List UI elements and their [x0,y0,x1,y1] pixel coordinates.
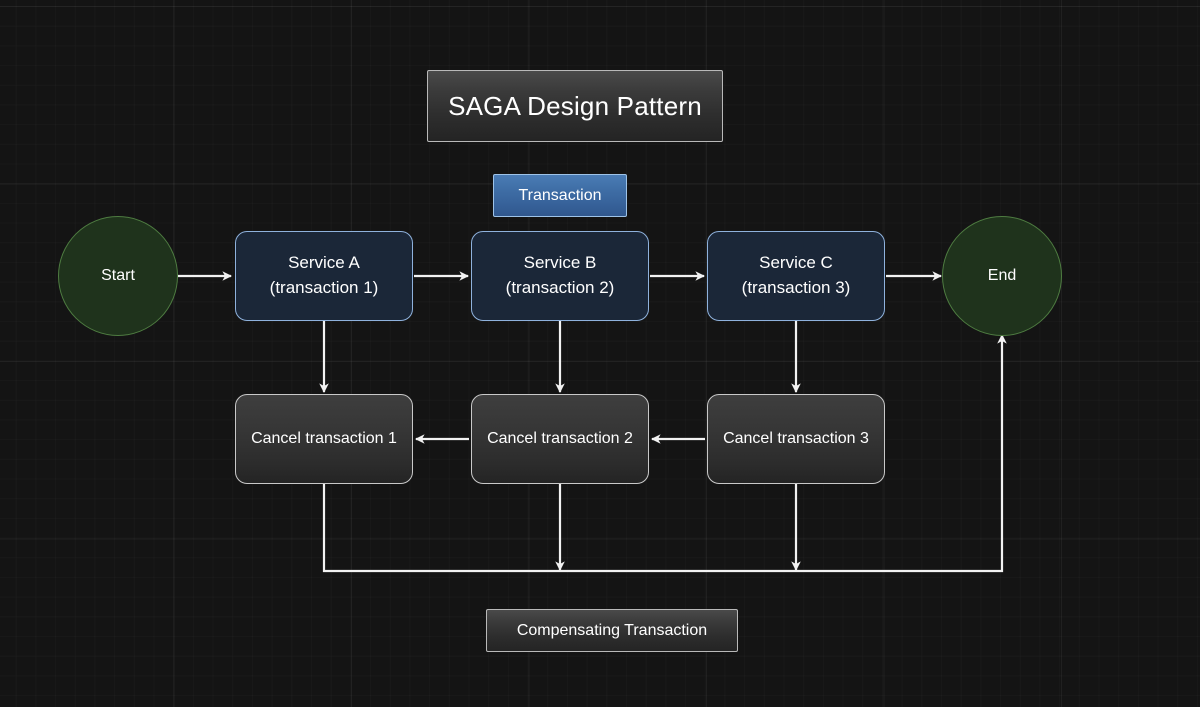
legend-compensating-transaction-label: Compensating Transaction [486,609,738,652]
cancel-transaction-1-node[interactable]: Cancel transaction 1 [235,394,413,484]
edge-cancel-1-to-end-bus [322,333,1007,573]
service-a-node[interactable]: Service A (transaction 1) [235,231,413,321]
service-c-title: Service C [759,253,833,273]
service-a-title: Service A [288,253,360,273]
service-a-subtitle: (transaction 1) [269,278,379,297]
service-c-node[interactable]: Service C (transaction 3) [707,231,885,321]
service-b-title: Service B [523,253,597,273]
end-node[interactable]: End [942,216,1062,336]
diagram-title: SAGA Design Pattern [427,70,723,142]
service-b-node[interactable]: Service B (transaction 2) [471,231,649,321]
legend-transaction-label: Transaction [493,174,627,217]
service-b-subtitle: (transaction 2) [505,278,615,297]
start-node[interactable]: Start [58,216,178,336]
cancel-transaction-2-node[interactable]: Cancel transaction 2 [471,394,649,484]
service-c-subtitle: (transaction 3) [741,278,851,297]
cancel-transaction-3-node[interactable]: Cancel transaction 3 [707,394,885,484]
